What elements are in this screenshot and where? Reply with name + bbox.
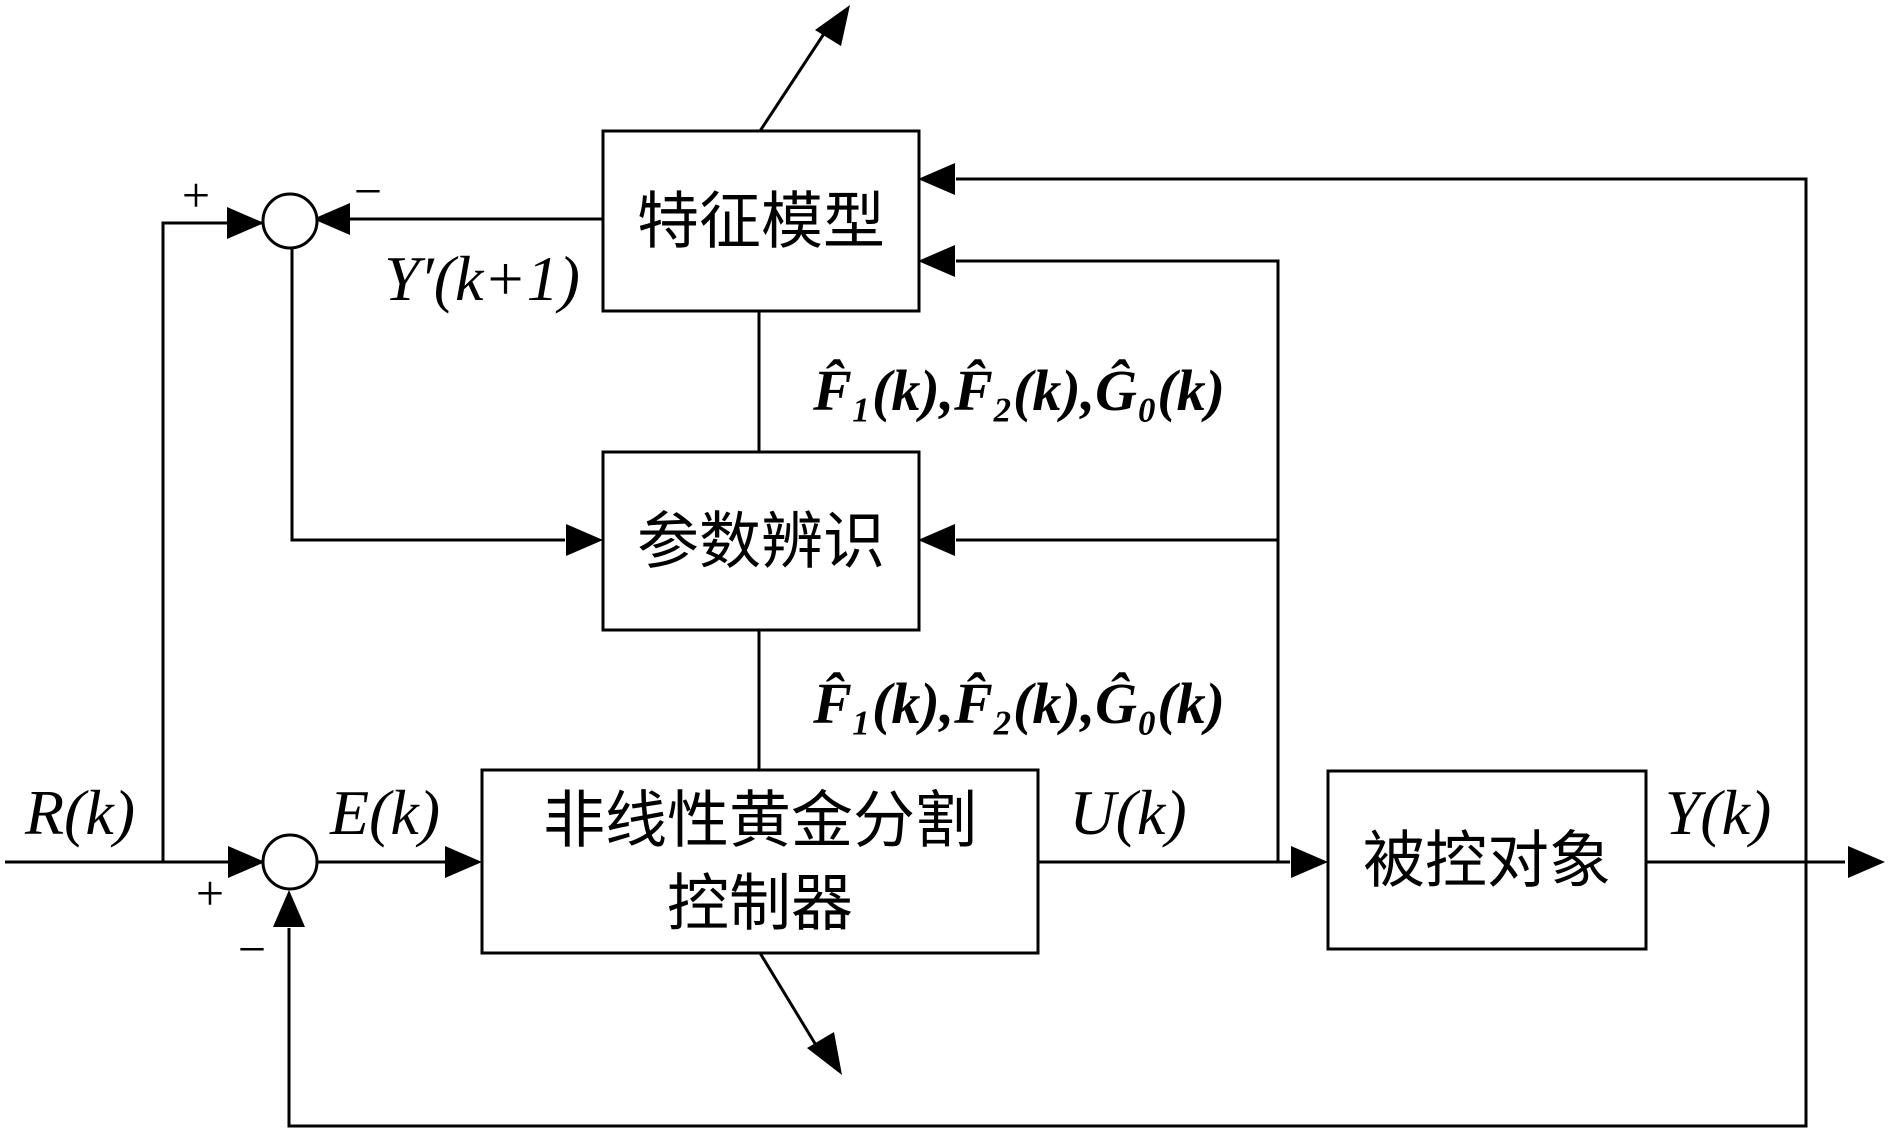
output-feedback-model-arrow	[918, 163, 955, 195]
params-lower-label: F̂₁(k),F̂₂(k),Ĝ₀(k)	[812, 671, 1225, 736]
control-signal-label: U(k)	[1069, 777, 1186, 848]
reference-signal-label: R(k)	[24, 777, 135, 848]
model-error-line	[290, 248, 565, 542]
controller-label-line2: 控制器	[667, 867, 853, 940]
output-feedback-loop-arrow	[273, 890, 305, 927]
plant-label: 被控对象	[1363, 824, 1611, 897]
reference-branch-line	[161, 221, 262, 862]
parameter-identification-label: 参数辨识	[637, 505, 885, 578]
model-adaptation-line	[758, 19, 835, 132]
model-output-arrow	[313, 203, 350, 235]
error-arrow	[445, 846, 482, 878]
output-feedback-model-line	[956, 177, 1808, 862]
top-sum-plus-sign: +	[182, 167, 210, 223]
params-upper-label: F̂₁(k),F̂₂(k),Ĝ₀(k)	[812, 358, 1225, 423]
output-signal-label: Y(k)	[1665, 777, 1772, 848]
output-arrow	[1848, 846, 1885, 878]
top-sum-minus-sign: −	[354, 163, 382, 219]
characteristic-model-block	[601, 129, 921, 313]
controller-adaptation-line	[758, 952, 827, 1061]
controller-block	[480, 768, 1040, 955]
control-branch-model-arrow	[918, 245, 955, 277]
parameter-identification-block	[601, 450, 921, 632]
output-feedback-loop-line	[287, 862, 1808, 1128]
plant-block	[1326, 769, 1648, 951]
error-signal-label: E(k)	[329, 777, 440, 848]
controller-adaptation-arrow	[807, 1032, 842, 1075]
control-branch-line	[956, 259, 1280, 862]
bottom-sum-plus-sign: +	[196, 865, 224, 921]
model-output-label: Y′(k+1)	[384, 243, 580, 314]
model-adaptation-arrow	[815, 5, 850, 46]
bottom-summing-junction	[261, 833, 319, 891]
characteristic-model-label: 特征模型	[637, 185, 885, 258]
controller-label-line1: 非线性黄金分割	[543, 784, 977, 857]
reference-branch-arrow	[227, 207, 264, 239]
control-arrow	[1291, 846, 1328, 878]
bottom-sum-minus-sign: −	[238, 921, 266, 977]
input-arrow	[228, 846, 265, 878]
control-branch-ident-arrow	[918, 524, 955, 556]
model-error-arrow	[566, 524, 603, 556]
top-summing-junction	[261, 192, 319, 250]
